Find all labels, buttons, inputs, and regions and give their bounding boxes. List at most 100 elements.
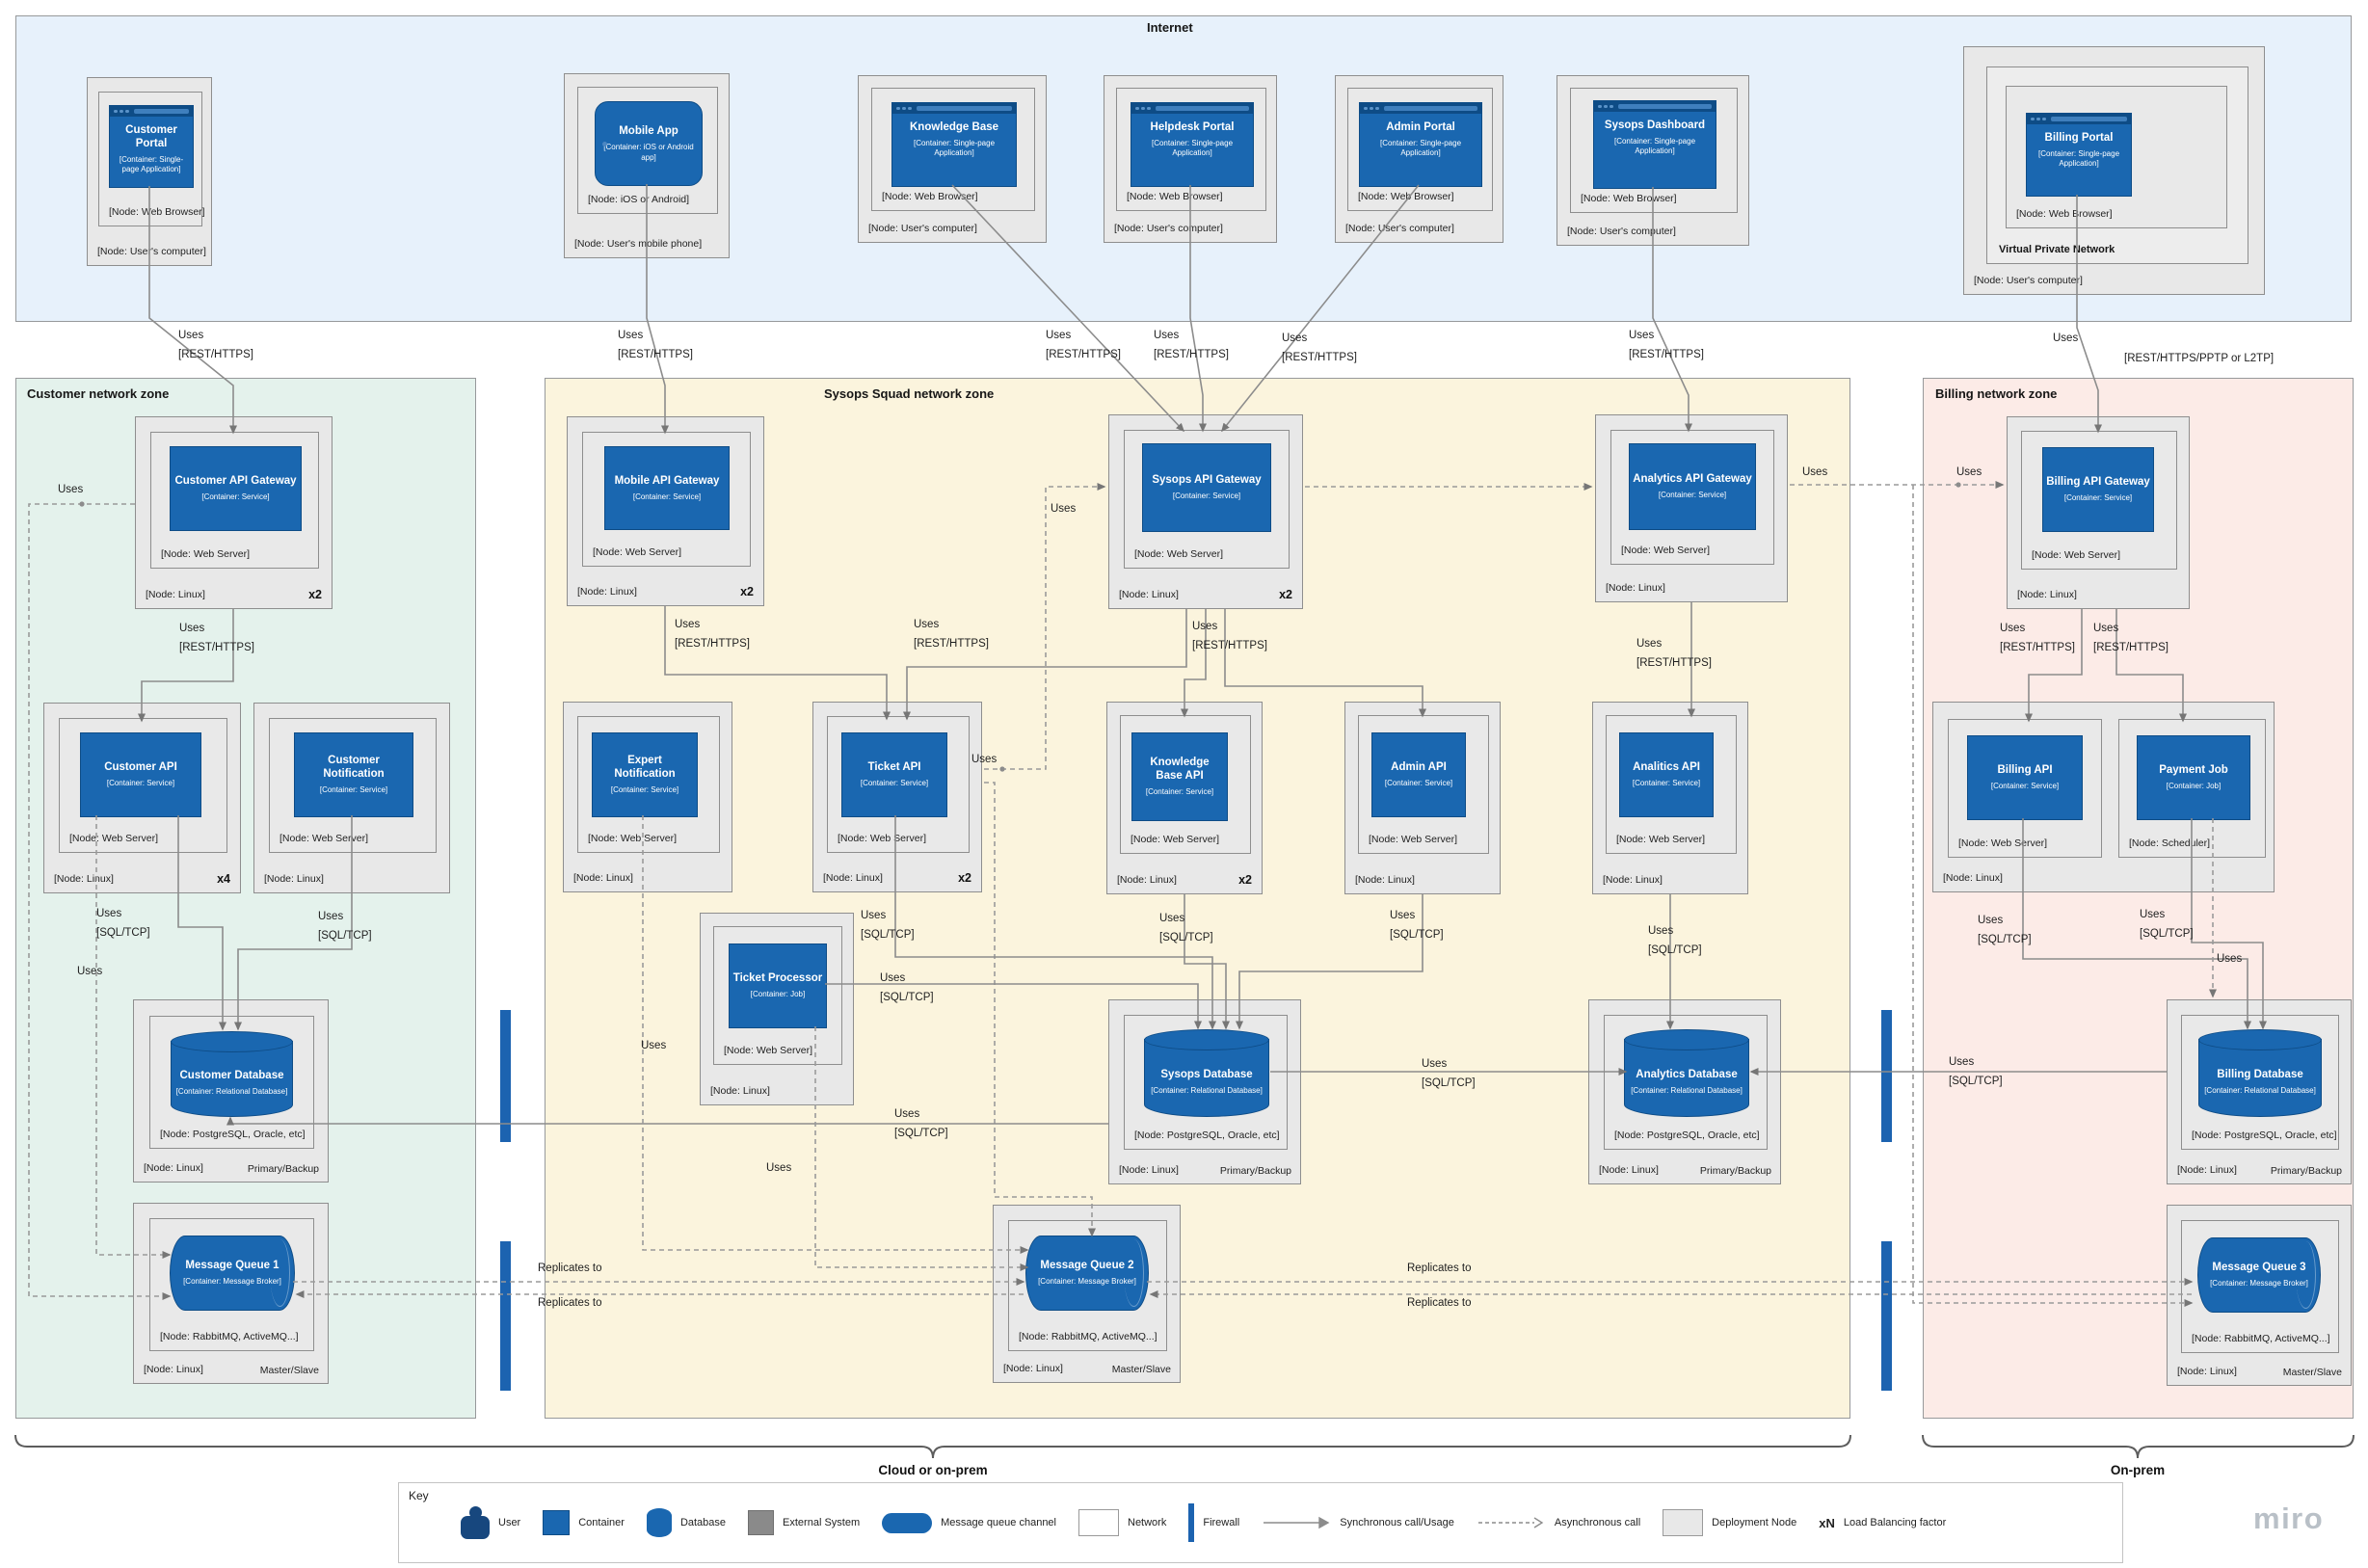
container-message-queue-2[interactable]: Message Queue 2[Container: Message Broke… (1025, 1236, 1149, 1311)
deployment-node-inner[interactable]: [Node: Web Browser]Admin Portal[Containe… (1347, 88, 1493, 211)
deployment-node-inner[interactable]: [Node: Web Server]Customer Notification[… (269, 718, 437, 853)
node-mobile-app[interactable]: [Node: iOS or Android]Mobile App[Contain… (564, 73, 730, 258)
container-ticket-processor[interactable]: Ticket Processor[Container: Job] (729, 943, 827, 1028)
node-knowledge-base-api[interactable]: [Node: Web Server]Knowledge Base API[Con… (1106, 702, 1263, 894)
node-admin-portal[interactable]: [Node: Web Browser]Admin Portal[Containe… (1335, 75, 1503, 243)
legend-item-database: Database (646, 1508, 726, 1537)
deployment-node-inner[interactable]: [Node: Web Server]Sysops API Gateway[Con… (1124, 430, 1290, 569)
edge-label-portal-kb: Uses[REST/HTTPS] (1046, 330, 1121, 360)
deployment-node-inner[interactable]: [Node: Web Server]Admin API[Container: S… (1358, 715, 1489, 854)
container-analytics-api-gateway[interactable]: Analytics API Gateway[Container: Service… (1629, 443, 1756, 530)
node-label: [Node: User's computer] (1567, 226, 1676, 237)
container-admin-api[interactable]: Admin API[Container: Service] (1371, 732, 1466, 817)
deployment-node-inner[interactable]: [Node: RabbitMQ, ActiveMQ...]Message Que… (2181, 1220, 2339, 1353)
node-billing-api-gateway[interactable]: [Node: Web Server]Billing API Gateway[Co… (2007, 416, 2190, 609)
container-payment-job[interactable]: Payment Job[Container: Job] (2137, 735, 2250, 820)
edge-label-cust-notif-db: Uses[SQL/TCP] (318, 911, 372, 942)
deployment-node-inner[interactable]: [Node: Web Browser]Sysops Dashboard[Cont… (1570, 88, 1738, 213)
node-message-queue-3[interactable]: [Node: RabbitMQ, ActiveMQ...]Message Que… (2167, 1205, 2352, 1386)
node-admin-api[interactable]: [Node: Web Server]Admin API[Container: S… (1344, 702, 1501, 894)
container-ticket-api[interactable]: Ticket API[Container: Service] (841, 732, 947, 817)
node-billing-portal[interactable]: Virtual Private Network[Node: Web Browse… (1963, 46, 2265, 295)
node-customer-notification[interactable]: [Node: Web Server]Customer Notification[… (253, 703, 450, 893)
node-expert-notification[interactable]: [Node: Web Server]Expert Notification[Co… (563, 702, 732, 892)
node-knowledge-base[interactable]: [Node: Web Browser]Knowledge Base[Contai… (858, 75, 1047, 243)
deployment-node-inner[interactable]: [Node: Web Server]Analitics API[Containe… (1606, 715, 1737, 854)
container-billing-api-gateway[interactable]: Billing API Gateway[Container: Service] (2042, 447, 2154, 532)
legend-item-firewall: Firewall (1188, 1503, 1239, 1542)
deployment-node-inner[interactable]: [Node: Web Server]Ticket API[Container: … (827, 716, 970, 853)
node-analytics-database[interactable]: [Node: PostgreSQL, Oracle, etc]Analytics… (1588, 999, 1781, 1184)
deployment-node-inner[interactable]: [Node: Web Server]Mobile API Gateway[Con… (582, 432, 751, 567)
container-customer-api[interactable]: Customer API[Container: Service] (80, 732, 201, 817)
container-sysops-api-gateway[interactable]: Sysops API Gateway[Container: Service] (1142, 443, 1271, 532)
container-message-queue-3[interactable]: Message Queue 3[Container: Message Broke… (2197, 1237, 2321, 1313)
deployment-node-inner[interactable]: [Node: PostgreSQL, Oracle, etc]Analytics… (1604, 1015, 1768, 1150)
container-customer-database[interactable]: Customer Database[Container: Relational … (171, 1031, 293, 1117)
firewall-bar[interactable] (500, 1010, 511, 1142)
container-knowledge-base-api[interactable]: Knowledge Base API [Container: Service] (1131, 732, 1228, 821)
node-sysops-database[interactable]: [Node: PostgreSQL, Oracle, etc]Sysops Da… (1108, 999, 1301, 1184)
deployment-node-inner[interactable]: [Node: Web Browser]Knowledge Base[Contai… (871, 88, 1035, 211)
deployment-node-inner[interactable]: [Node: Web Browser]Customer Portal[Conta… (98, 92, 205, 226)
container-customer-notification[interactable]: Customer Notification[Container: Service… (294, 732, 413, 817)
firewall-bar[interactable] (1881, 1241, 1892, 1391)
deployment-node-inner[interactable]: [Node: Web Server]Customer API Gateway[C… (150, 432, 319, 569)
node-ticket-processor[interactable]: [Node: Web Server]Ticket Processor[Conta… (700, 913, 854, 1105)
container-title: Knowledge Base API (1150, 757, 1210, 783)
node-sysops-dashboard[interactable]: [Node: Web Browser]Sysops Dashboard[Cont… (1556, 75, 1749, 246)
firewall-bar[interactable] (500, 1241, 511, 1391)
node-message-queue-1[interactable]: [Node: RabbitMQ, ActiveMQ...]Message Que… (133, 1203, 329, 1384)
deployment-node-inner[interactable]: [Node: Web Server]Expert Notification[Co… (577, 716, 720, 853)
node-analytics-api-gateway[interactable]: [Node: Web Server]Analytics API Gateway[… (1595, 414, 1788, 602)
container-type-label: [Container: Relational Database] (2204, 1086, 2316, 1096)
deployment-node-inner[interactable]: [Node: RabbitMQ, ActiveMQ...]Message Que… (1008, 1220, 1167, 1351)
node-billing-node[interactable]: [Node: Web Server]Billing API[Container:… (1932, 702, 2275, 892)
container-expert-notification[interactable]: Expert Notification[Container: Service] (592, 732, 698, 817)
container-customer-api-gateway[interactable]: Customer API Gateway[Container: Service] (170, 446, 302, 531)
deployment-node-inner[interactable]: [Node: Web Browser]Helpdesk Portal[Conta… (1116, 88, 1266, 211)
container-billing-portal[interactable]: Billing Portal[Container: Single-page Ap… (2026, 113, 2132, 197)
node-customer-api[interactable]: [Node: Web Server]Customer API[Container… (43, 703, 241, 893)
deployment-node-inner[interactable]: [Node: RabbitMQ, ActiveMQ...]Message Que… (149, 1218, 314, 1351)
node-mobile-api-gateway[interactable]: [Node: Web Server]Mobile API Gateway[Con… (567, 416, 764, 606)
node-label: [Node: Web Browser] (2016, 208, 2113, 220)
container-helpdesk-portal[interactable]: Helpdesk Portal[Container: Single-page A… (1131, 102, 1254, 187)
container-analytics-database[interactable]: Analytics Database[Container: Relational… (1624, 1029, 1749, 1117)
container-admin-portal[interactable]: Admin Portal[Container: Single-page Appl… (1359, 102, 1482, 187)
container-type-label: [Container: Service] (1145, 787, 1214, 797)
node-billing-database[interactable]: [Node: PostgreSQL, Oracle, etc]Billing D… (2167, 999, 2352, 1184)
container-message-queue-1[interactable]: Message Queue 1[Container: Message Broke… (170, 1236, 295, 1311)
container-knowledge-base[interactable]: Knowledge Base[Container: Single-page Ap… (891, 102, 1017, 187)
deployment-node-inner[interactable]: [Node: Web Server]Ticket Processor[Conta… (713, 926, 842, 1065)
deployment-node-inner[interactable]: [Node: Scheduler]Payment Job[Container: … (2118, 719, 2266, 858)
node-analitics-api[interactable]: [Node: Web Server]Analitics API[Containe… (1592, 702, 1748, 894)
node-sysops-api-gateway[interactable]: [Node: Web Server]Sysops API Gateway[Con… (1108, 414, 1303, 609)
deployment-node-inner[interactable]: [Node: Web Browser] Billing Portal[Contai… (2006, 86, 2227, 228)
node-helpdesk-portal[interactable]: [Node: Web Browser]Helpdesk Portal[Conta… (1104, 75, 1277, 243)
deployment-node-inner[interactable]: [Node: Web Server]Customer API[Container… (59, 718, 227, 853)
deployment-node-inner[interactable]: [Node: PostgreSQL, Oracle, etc]Sysops Da… (1124, 1015, 1288, 1150)
container-mobile-api-gateway[interactable]: Mobile API Gateway[Container: Service] (604, 446, 730, 530)
deployment-node-inner[interactable]: [Node: Web Server]Billing API Gateway[Co… (2021, 431, 2177, 570)
container-mobile-app[interactable]: Mobile App[Container: iOS or Android app… (595, 101, 703, 186)
node-customer-portal[interactable]: [Node: Web Browser]Customer Portal[Conta… (87, 77, 212, 266)
deployment-node-inner[interactable]: [Node: iOS or Android]Mobile App[Contain… (577, 87, 718, 214)
node-ticket-api[interactable]: [Node: Web Server]Ticket API[Container: … (812, 702, 982, 892)
node-customer-api-gateway[interactable]: [Node: Web Server]Customer API Gateway[C… (135, 416, 333, 609)
container-sysops-database[interactable]: Sysops Database[Container: Relational Da… (1144, 1029, 1269, 1117)
deployment-node-inner[interactable]: [Node: PostgreSQL, Oracle, etc]Customer … (149, 1016, 314, 1149)
firewall-bar[interactable] (1881, 1010, 1892, 1142)
node-customer-database[interactable]: [Node: PostgreSQL, Oracle, etc]Customer … (133, 999, 329, 1183)
container-sysops-dashboard[interactable]: Sysops Dashboard[Container: Single-page … (1593, 100, 1716, 189)
edge-label-portal-billing-uses: Uses (2053, 332, 2079, 344)
container-analitics-api[interactable]: Analitics API[Container: Service] (1619, 732, 1714, 817)
deployment-node-inner[interactable]: [Node: Web Server]Analytics API Gateway[… (1610, 430, 1774, 565)
deployment-node-inner[interactable]: [Node: Web Server]Knowledge Base API[Con… (1120, 715, 1251, 854)
container-billing-node[interactable]: Billing API[Container: Service] (1967, 735, 2083, 820)
node-message-queue-2[interactable]: [Node: RabbitMQ, ActiveMQ...]Message Que… (993, 1205, 1181, 1383)
container-billing-database[interactable]: Billing Database[Container: Relational D… (2198, 1029, 2322, 1117)
container-customer-portal[interactable]: Customer Portal[Container: Single-page A… (109, 105, 194, 188)
deployment-node-inner[interactable]: [Node: Web Server]Billing API[Container:… (1948, 719, 2102, 858)
deployment-node-inner[interactable]: [Node: PostgreSQL, Oracle, etc]Billing D… (2181, 1015, 2339, 1150)
